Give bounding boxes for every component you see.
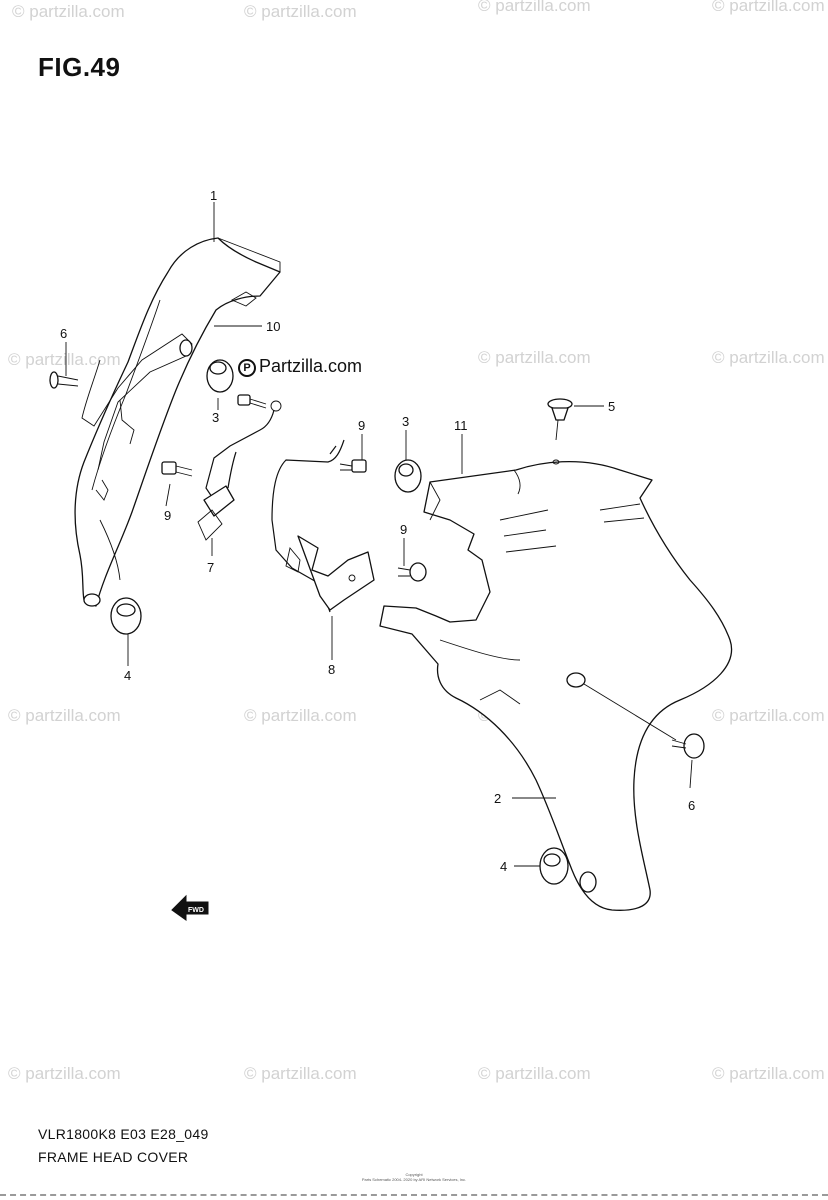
watermark: © partzilla.com [478, 348, 591, 367]
callout-10: 10 [266, 319, 280, 334]
watermark: © partzilla.com [244, 706, 357, 725]
callout-9: 9 [164, 508, 171, 523]
grommet-center [394, 459, 422, 493]
model-code: VLR1800K8 E03 E28_049 [38, 1126, 209, 1142]
callout-9: 9 [400, 522, 407, 537]
watermark: © partzilla.com [12, 2, 125, 21]
copyright-line: Copyright [405, 1172, 423, 1177]
figure-title: FIG.49 [38, 52, 121, 82]
callout-3: 3 [212, 410, 219, 425]
clip-wire [197, 400, 282, 541]
callout-6: 6 [60, 326, 67, 341]
grommet-lower-right [539, 847, 569, 885]
part-right-cover [379, 460, 733, 911]
copyright-line: Parts Schematic 2004- 2020 by ARI Networ… [361, 1177, 467, 1182]
callout-11: 11 [454, 418, 468, 433]
watermark: © partzilla.com [712, 706, 825, 725]
screw-right [671, 733, 705, 759]
watermark: © partzilla.com [244, 1064, 357, 1083]
fwd-label: FWD [188, 907, 204, 914]
callout-2: 2 [494, 791, 501, 806]
fwd-arrow-icon: FWD [171, 894, 209, 921]
watermark: © partzilla.com [712, 0, 825, 15]
watermark: © partzilla.com [8, 350, 121, 369]
watermark: © partzilla.com [478, 0, 591, 15]
watermark: © partzilla.com [8, 706, 121, 725]
watermark: © partzilla.com [712, 1064, 825, 1083]
callout-7: 7 [207, 560, 214, 575]
brand-mark-icon: P [238, 359, 256, 377]
push-pin [547, 398, 573, 465]
grommet-left [206, 359, 234, 393]
bolt-center [339, 459, 367, 473]
screw-left [49, 371, 79, 389]
bolt-center-lower [397, 562, 427, 582]
callout-5: 5 [608, 399, 615, 414]
callout-1: 1 [210, 188, 217, 203]
bottom-rule [0, 1194, 828, 1196]
callout-labels: 1 10 6 3 9 7 4 9 3 11 5 9 8 2 6 4 [60, 188, 695, 874]
callout-3: 3 [402, 414, 409, 429]
watermark: © partzilla.com [244, 2, 357, 21]
brand-text: Partzilla.com [259, 356, 363, 376]
grommet-lower-left [110, 597, 142, 635]
bolt-upper-left [237, 394, 267, 409]
callout-4: 4 [500, 859, 507, 874]
figure-name: FRAME HEAD COVER [38, 1149, 189, 1165]
leader-lines [65, 202, 693, 867]
watermark: © partzilla.com [478, 1064, 591, 1083]
callout-4: 4 [124, 668, 131, 683]
bolt-lower-left [161, 461, 193, 477]
callout-9: 9 [358, 418, 365, 433]
part-bracket-wire [271, 439, 375, 613]
part-left-cover [74, 237, 281, 607]
callout-8: 8 [328, 662, 335, 677]
callout-6: 6 [688, 798, 695, 813]
watermark: © partzilla.com [712, 348, 825, 367]
watermark: © partzilla.com [8, 1064, 121, 1083]
